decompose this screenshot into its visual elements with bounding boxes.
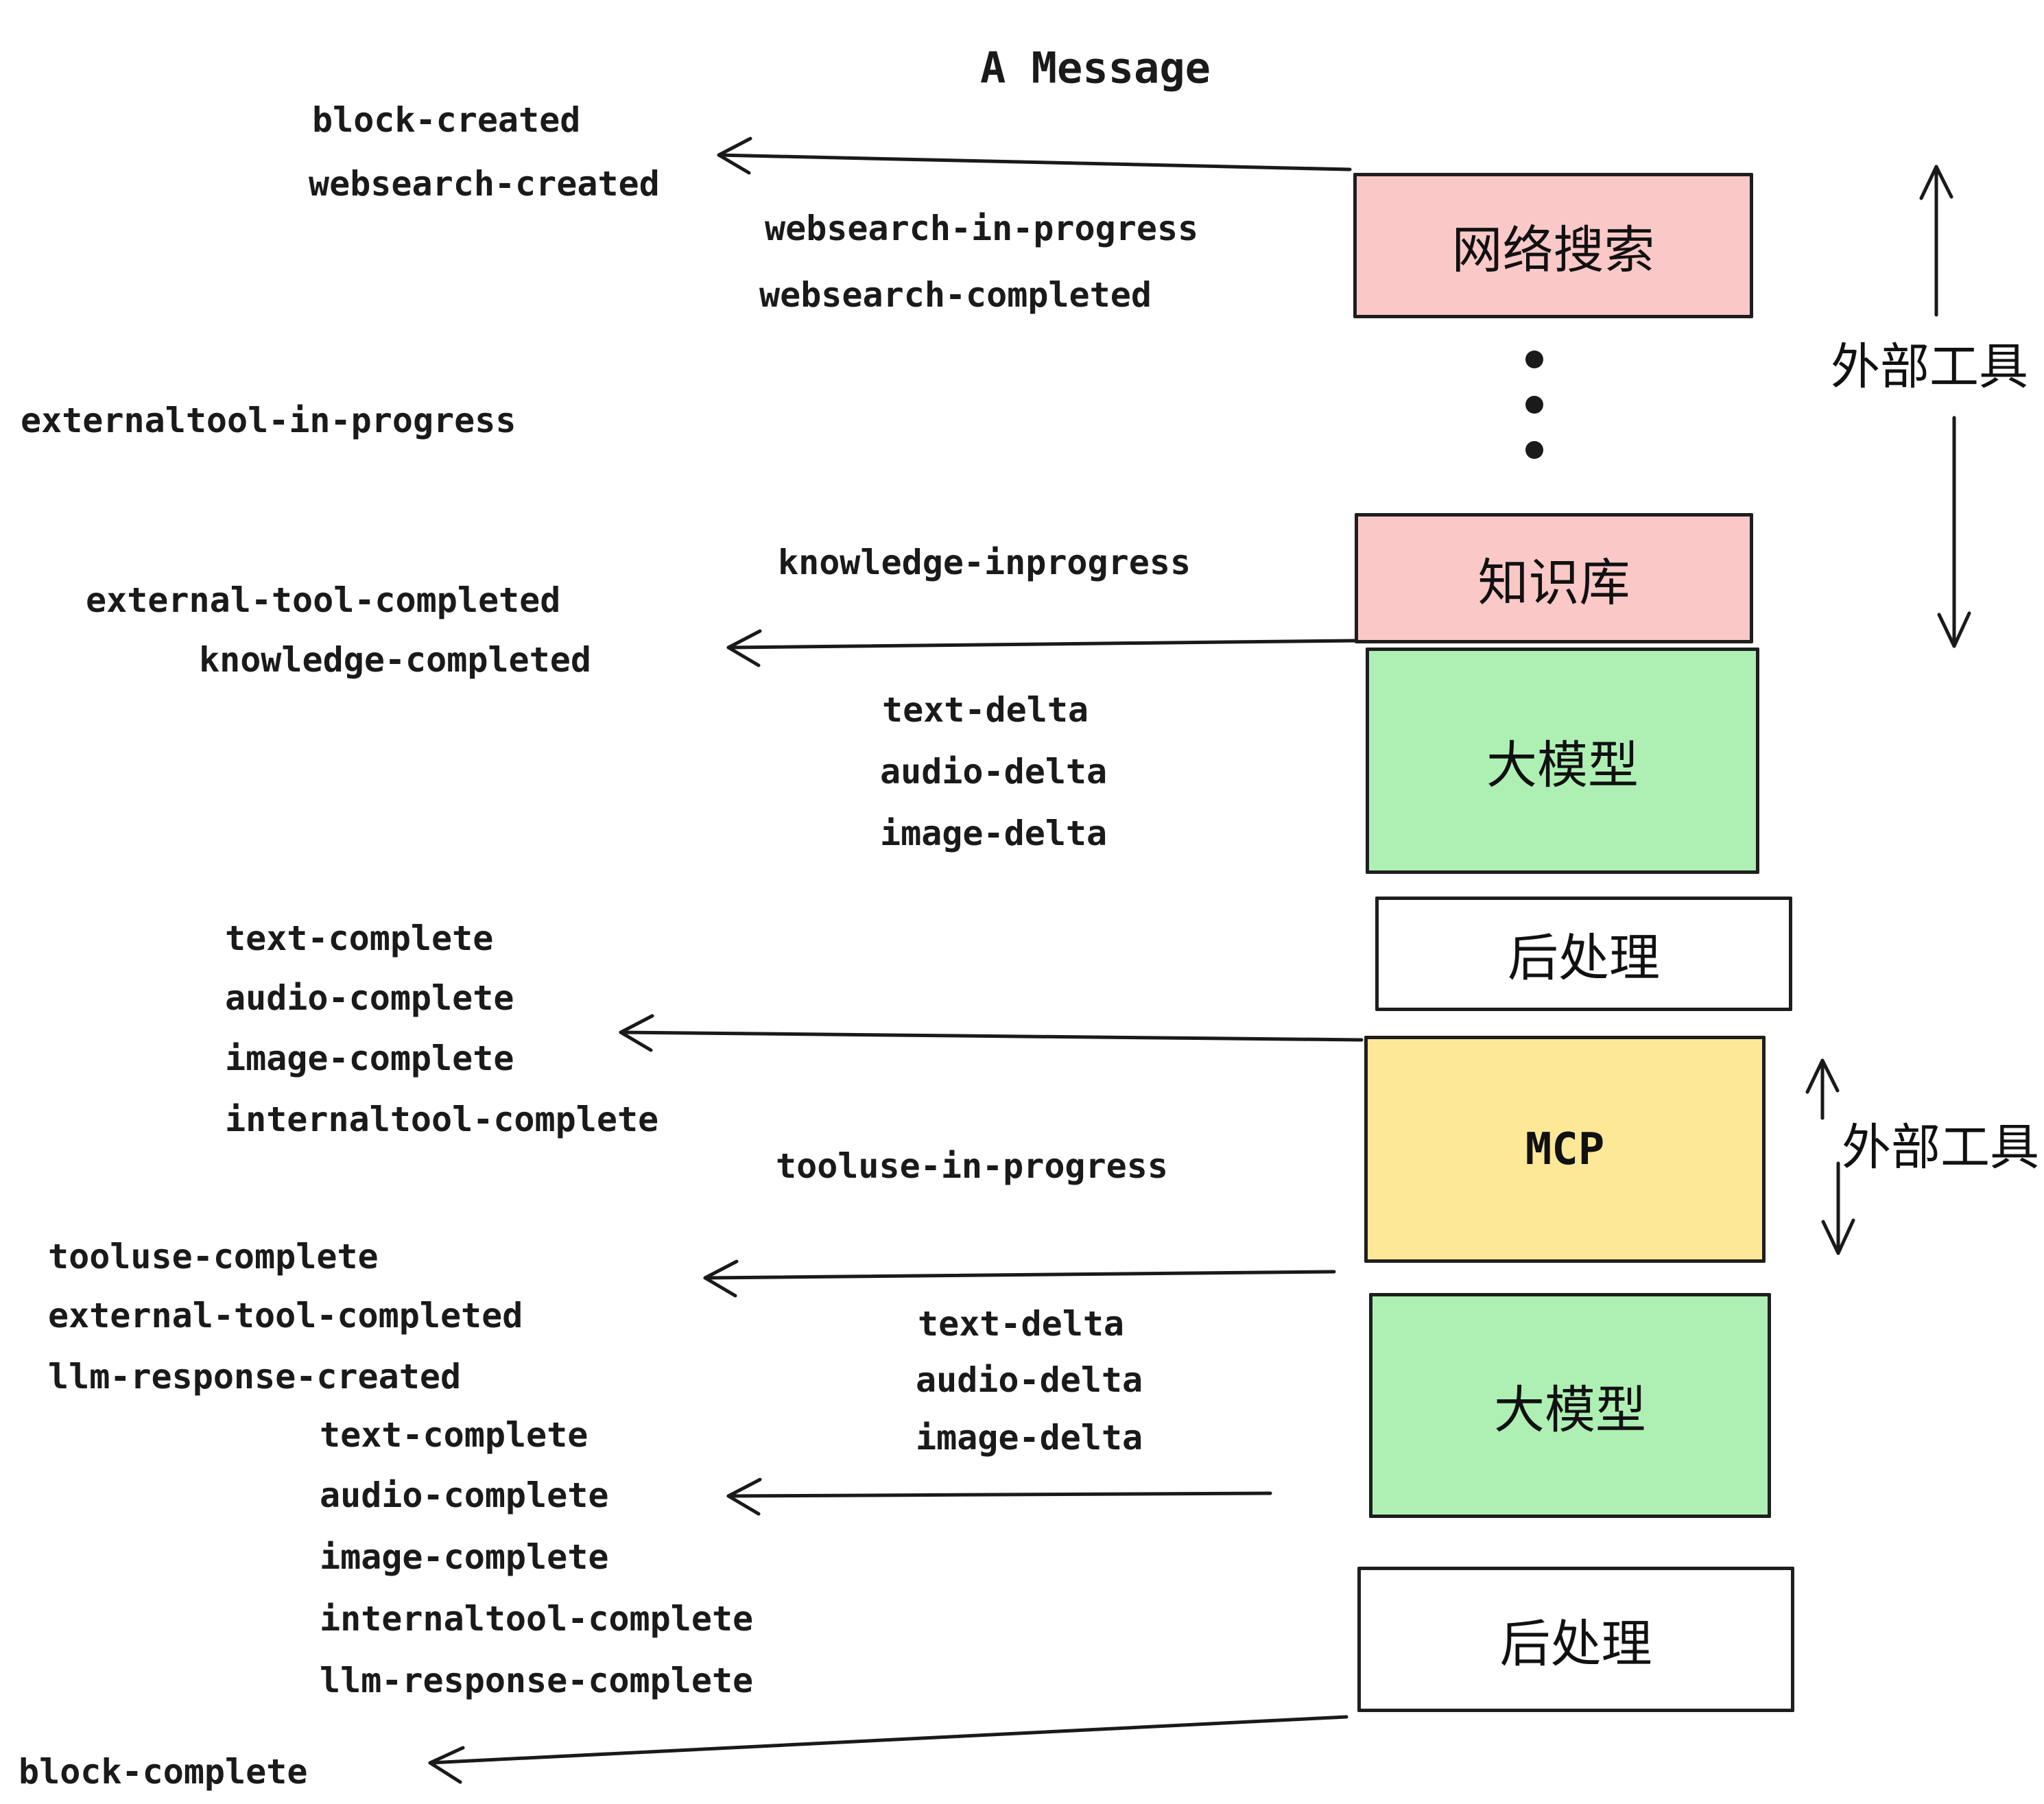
external-tools-2-up-arrow-icon — [1805, 1058, 1840, 1120]
event-label-knowledge-completed: knowledge-completed — [199, 640, 591, 680]
box-websearch: 网络搜索 — [1353, 173, 1753, 318]
page-title: A Message — [980, 43, 1211, 93]
arrow-mcp-to-complete-block-icon — [619, 1014, 1364, 1052]
event-label-image-delta-1: image-delta — [880, 814, 1108, 853]
arrow-postprocess2-to-block-complete-icon — [428, 1715, 1348, 1784]
external-tools-up-arrow-icon — [1919, 165, 1953, 317]
external-tools-label-1: 外部工具 — [1830, 337, 2029, 396]
box-postprocess-2-label: 后处理 — [1499, 1614, 1652, 1674]
event-label-external-tool-completed-2: external-tool-completed — [48, 1296, 523, 1336]
box-postprocess-1: 后处理 — [1375, 897, 1792, 1011]
box-llm-2: 大模型 — [1369, 1293, 1771, 1518]
event-label-audio-complete-2: audio-complete — [320, 1475, 609, 1515]
event-label-text-complete-1: text-complete — [225, 918, 494, 958]
event-label-externaltool-in-progress: externaltool-in-progress — [21, 401, 516, 440]
arrow-llm1-to-knowledge-completed-icon — [726, 629, 1359, 667]
event-label-llm-response-created: llm-response-created — [48, 1357, 462, 1397]
event-label-knowledge-inprogress: knowledge-inprogress — [778, 543, 1191, 582]
arrow-llm2-to-tooluse-complete-icon — [703, 1259, 1336, 1298]
event-label-internaltool-complete-1: internaltool-complete — [225, 1100, 659, 1139]
event-label-tooluse-complete: tooluse-complete — [48, 1237, 379, 1277]
event-label-image-delta-2: image-delta — [916, 1418, 1143, 1458]
event-label-image-complete-1: image-complete — [225, 1039, 514, 1078]
event-label-audio-delta-1: audio-delta — [880, 752, 1108, 792]
external-tools-label-2: 外部工具 — [1841, 1118, 2040, 1176]
box-websearch-label: 网络搜索 — [1451, 220, 1655, 280]
event-label-audio-delta-2: audio-delta — [916, 1360, 1143, 1400]
event-label-internaltool-complete-2: internaltool-complete — [320, 1599, 754, 1639]
event-label-websearch-completed: websearch-completed — [759, 275, 1152, 315]
box-mcp-label: MCP — [1525, 1124, 1605, 1175]
box-llm-2-label: 大模型 — [1494, 1380, 1646, 1440]
box-knowledge: 知识库 — [1355, 513, 1753, 643]
box-llm-1-label: 大模型 — [1486, 735, 1639, 795]
box-postprocess-1-label: 后处理 — [1508, 929, 1660, 988]
event-label-websearch-in-progress: websearch-in-progress — [765, 209, 1199, 248]
event-label-llm-response-complete: llm-response-complete — [320, 1661, 754, 1700]
event-label-block-complete: block-complete — [19, 1752, 308, 1792]
event-label-tooluse-in-progress: tooluse-in-progress — [776, 1146, 1168, 1186]
box-llm-1: 大模型 — [1366, 648, 1759, 874]
event-label-image-complete-2: image-complete — [320, 1537, 609, 1577]
ellipsis-dots-icon — [1525, 351, 1543, 459]
box-postprocess-2: 后处理 — [1357, 1567, 1794, 1712]
event-label-text-delta-2: text-delta — [918, 1304, 1125, 1344]
event-label-audio-complete-1: audio-complete — [225, 978, 514, 1018]
arrow-llm2-to-audio-complete-icon — [726, 1477, 1272, 1516]
event-label-external-tool-completed-1: external-tool-completed — [86, 580, 561, 620]
external-tools-down-arrow-icon — [1937, 416, 1971, 648]
box-mcp: MCP — [1364, 1036, 1766, 1263]
event-label-text-complete-2: text-complete — [320, 1415, 589, 1455]
arrow-websearch-to-block-created-icon — [717, 137, 1352, 175]
event-label-websearch-created: websearch-created — [309, 164, 660, 204]
box-knowledge-label: 知识库 — [1477, 553, 1630, 613]
event-label-text-delta-1: text-delta — [882, 690, 1089, 730]
event-label-block-created: block-created — [312, 100, 581, 140]
